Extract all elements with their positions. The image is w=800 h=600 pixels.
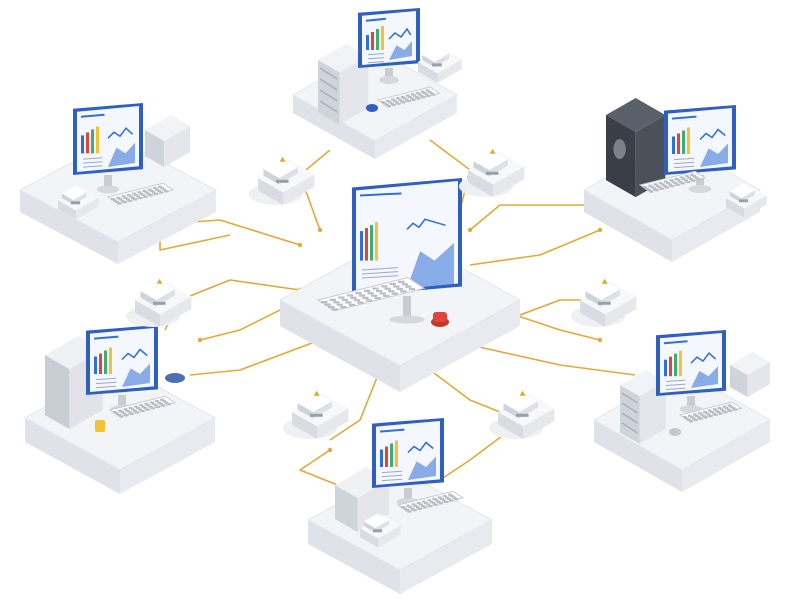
central-workstation xyxy=(278,178,522,392)
spark-icon xyxy=(156,278,163,284)
platform-right-face xyxy=(375,95,457,159)
printer-icon xyxy=(292,392,349,439)
connector-line xyxy=(469,229,601,266)
printer-icon xyxy=(360,513,401,548)
connector-line xyxy=(469,204,600,231)
platform-right-face xyxy=(400,300,520,392)
keyboard-icon xyxy=(108,395,177,418)
platform-right-face xyxy=(118,190,216,264)
spark-icon xyxy=(313,390,320,396)
printer-icon xyxy=(726,183,767,218)
connector-dot xyxy=(327,447,333,453)
spark-icon xyxy=(519,390,526,396)
platform-left-face xyxy=(25,418,120,494)
monitor-icon xyxy=(86,325,158,413)
upper-right-workstation xyxy=(582,97,767,262)
printer-icon xyxy=(498,392,555,439)
printer-node-top-left xyxy=(249,156,315,205)
platform-right-face xyxy=(120,418,215,494)
network-nodes xyxy=(18,8,772,594)
printer-node-right xyxy=(571,278,637,328)
connector-line xyxy=(329,369,381,441)
monitor-icon xyxy=(352,178,462,324)
printer-node-left xyxy=(126,278,192,328)
cup-icon xyxy=(366,104,378,112)
printer-node-top-right xyxy=(459,148,525,197)
dark-tower-icon xyxy=(606,97,666,198)
monitor-icon xyxy=(664,105,736,193)
printer-icon xyxy=(258,158,315,205)
connector-dot xyxy=(597,227,603,233)
keyboard-icon xyxy=(638,170,707,193)
monitor-icon xyxy=(73,103,143,194)
top-workstation xyxy=(291,8,462,159)
monitor-icon xyxy=(358,8,420,84)
printer-icon xyxy=(135,280,192,327)
platform-right-face xyxy=(400,520,492,594)
connector-line xyxy=(439,429,511,481)
platform-left-face xyxy=(308,520,400,594)
platform-left-face xyxy=(280,300,400,392)
lower-left-workstation xyxy=(23,325,217,494)
monitor-icon xyxy=(372,418,444,506)
printer-icon xyxy=(730,352,771,397)
lower-right-workstation xyxy=(592,330,772,492)
server-rack-icon xyxy=(318,43,369,125)
platform-left-face xyxy=(594,420,682,492)
platform-left-face xyxy=(293,95,375,159)
keyboard-icon xyxy=(106,182,175,205)
server-box-icon xyxy=(145,115,191,167)
connector-line xyxy=(189,339,321,376)
monitor-icon xyxy=(656,330,726,414)
cup-icon xyxy=(95,420,105,432)
server-rack-icon xyxy=(620,370,666,444)
connector-dot xyxy=(297,242,303,248)
printer-node-bottom-left xyxy=(283,390,349,440)
connector-dot xyxy=(317,227,323,233)
spark-icon xyxy=(489,148,496,154)
connector-dot xyxy=(597,337,603,343)
platform-left-face xyxy=(584,190,672,262)
printer-icon xyxy=(580,280,637,327)
keyboard-icon xyxy=(376,86,441,108)
bottom-workstation xyxy=(306,418,494,594)
printer-icon xyxy=(418,46,462,83)
connector-line xyxy=(299,449,351,491)
mouse-icon xyxy=(669,428,681,436)
platform-right-face xyxy=(682,420,770,492)
connector-dot xyxy=(197,337,203,343)
keyboard-icon xyxy=(678,401,743,423)
spark-icon xyxy=(279,156,286,162)
printer-icon xyxy=(468,150,525,197)
keyboard-icon xyxy=(396,490,465,513)
platform-left-face xyxy=(20,190,118,264)
connector-dot xyxy=(467,227,473,233)
printer-icon xyxy=(58,185,99,220)
spark-icon xyxy=(601,278,608,284)
upper-left-workstation xyxy=(18,103,218,264)
connector-device-icon xyxy=(165,373,185,383)
red-device-body xyxy=(433,312,447,322)
printer-node-bottom-right xyxy=(489,390,555,440)
keyboard-icon xyxy=(316,276,426,312)
connector-line xyxy=(469,344,636,376)
